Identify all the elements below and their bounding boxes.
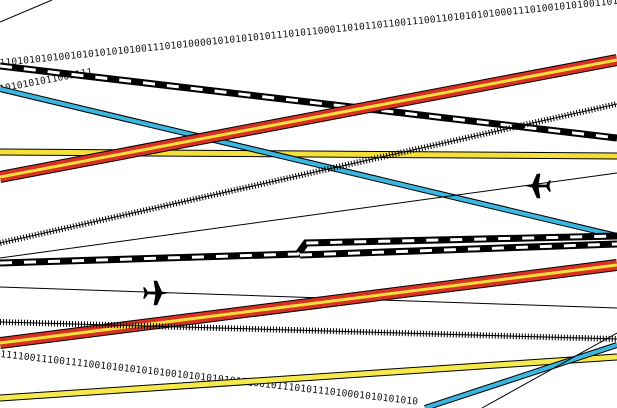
airplane-icon: [525, 173, 551, 199]
flight-path-upper: [0, 172, 617, 259]
thin-diagonal-line-bottom: [481, 332, 617, 408]
binary-text-line-left: 1010101011001111001010101: [0, 0, 94, 95]
svg-text:1010101011001111001010101: 1010101011001111001010101: [0, 0, 94, 95]
binary-text-line-top: 1101010101001010101010100111010100001010…: [0, 0, 617, 69]
thin-diagonal-line: [0, 0, 53, 23]
bits-left-text: 1010101011001111001010101: [0, 0, 94, 95]
hatched-line-bottom: [0, 319, 617, 342]
hatched-line-top: [0, 101, 617, 246]
bits-top-text: 1101010101001010101010100111010100001010…: [0, 0, 617, 69]
road-lemon-bottom: [0, 353, 617, 402]
airplane-icon: [143, 280, 169, 306]
railway-line-top: [0, 62, 617, 142]
road-red-top: [0, 54, 617, 183]
cyan-line-bottom: [424, 342, 617, 408]
cyan-line-top: [0, 86, 617, 239]
flight-path-lower: [0, 280, 617, 309]
svg-text:110101010100101010101010011101: 1101010101001010101010100111010100001010…: [0, 0, 617, 69]
road-red-bottom: [0, 259, 617, 349]
railway-line-middle: [0, 232, 617, 267]
